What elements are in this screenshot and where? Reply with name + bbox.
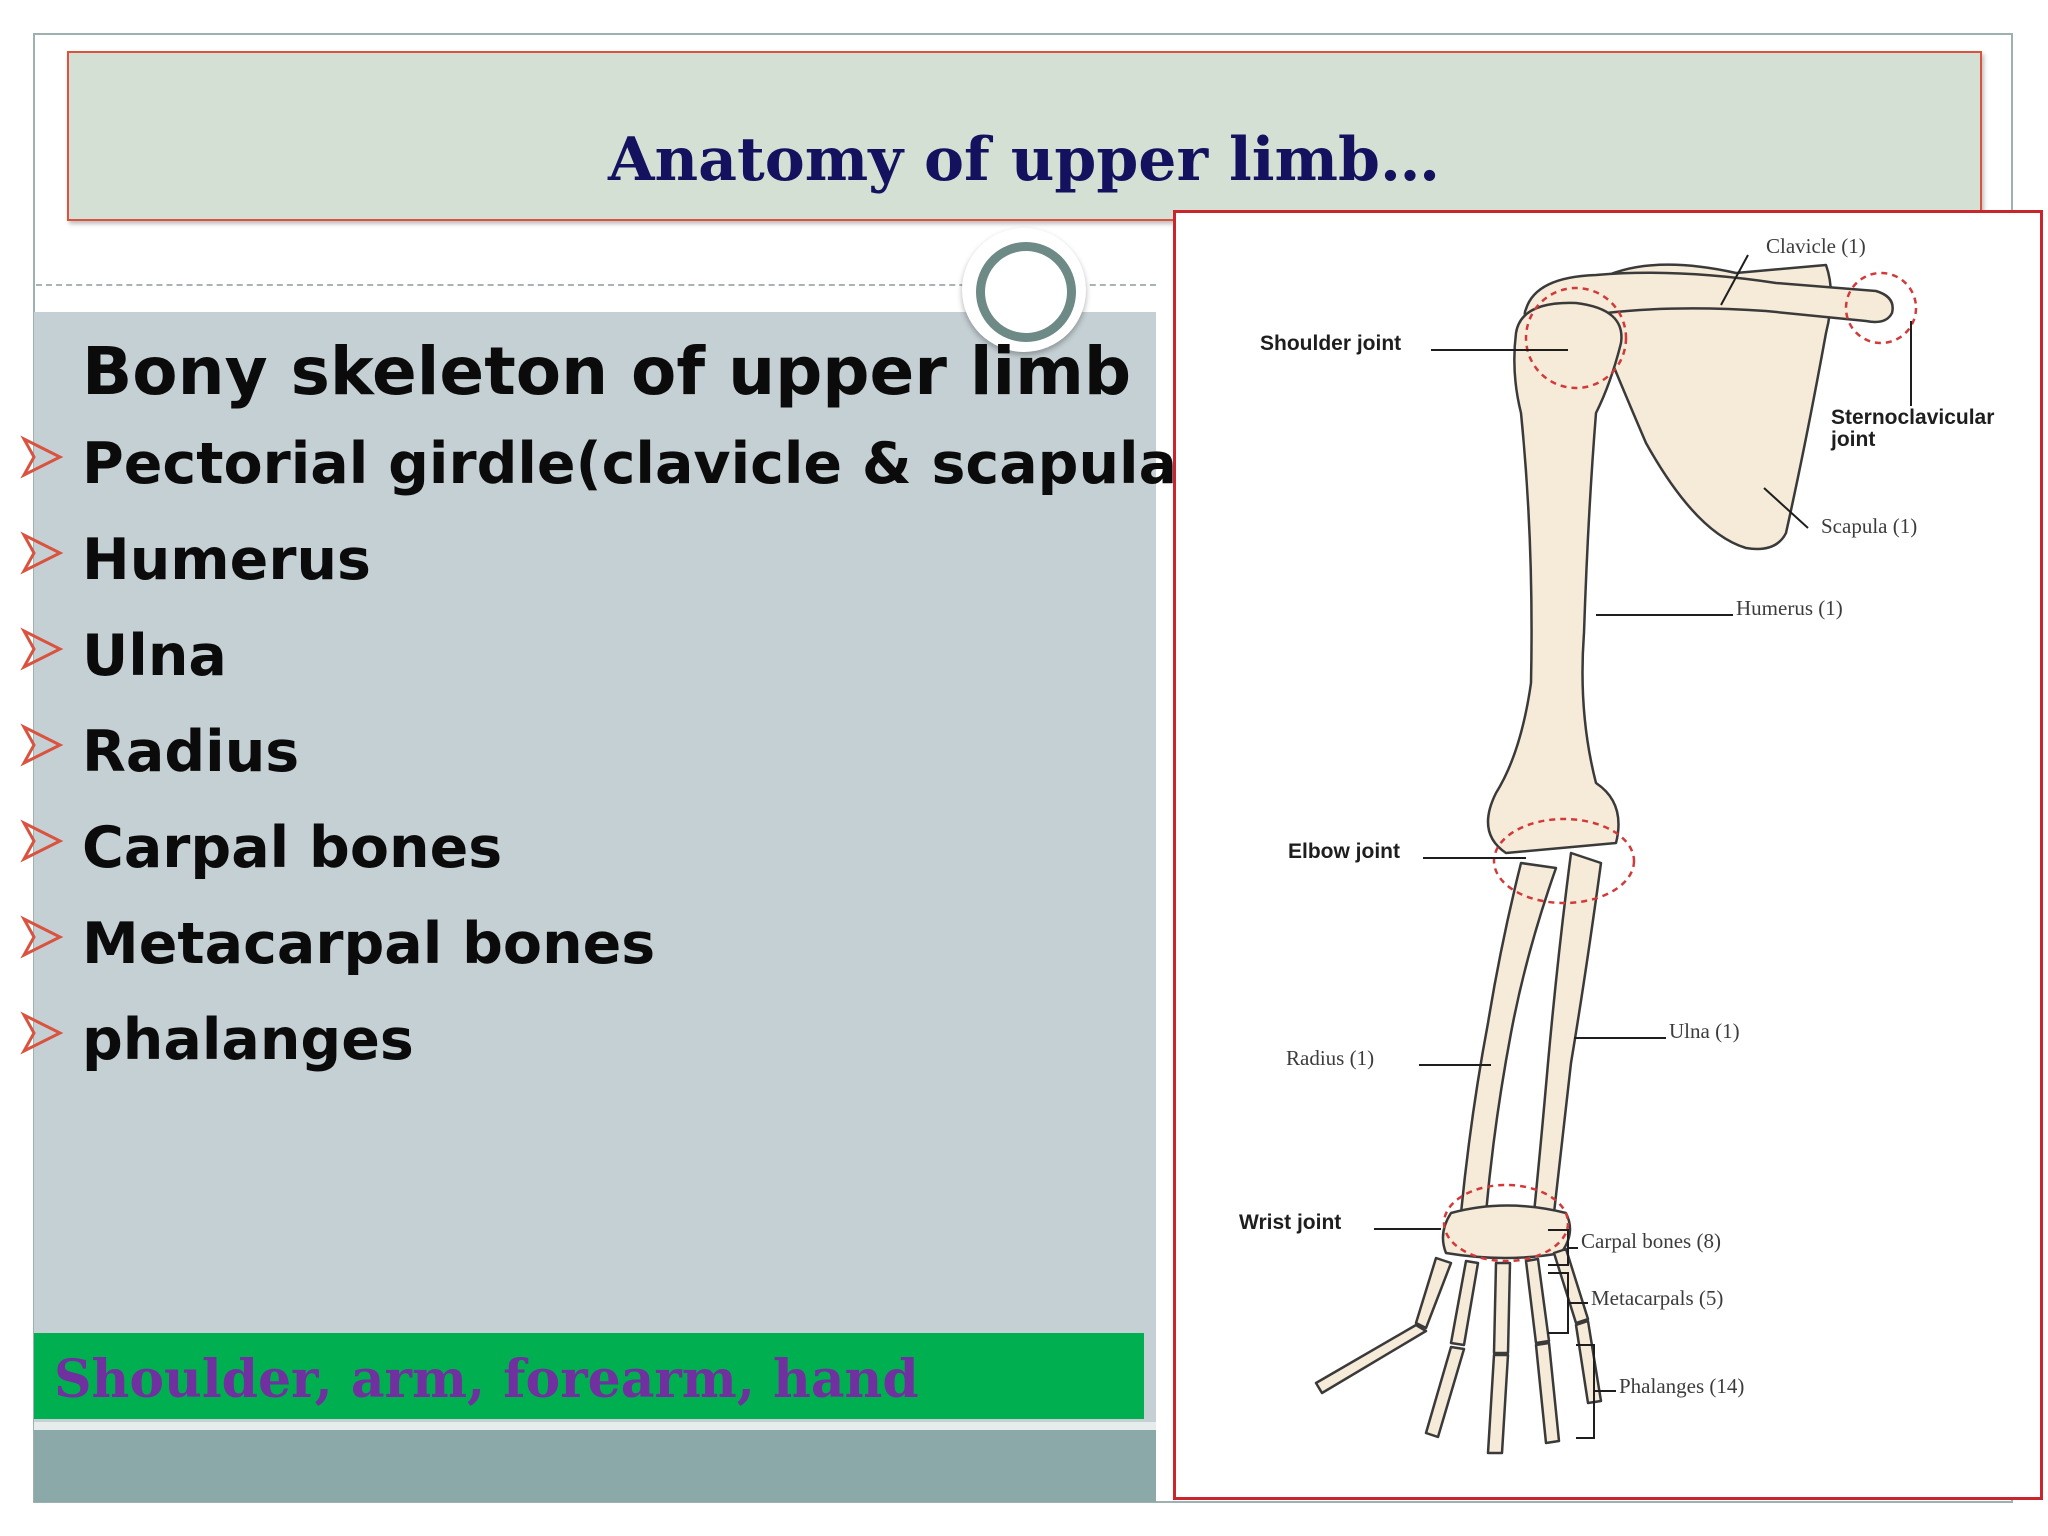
bullet-text: Bony skeleton of upper limb: [82, 333, 1132, 410]
humerus-bone: [1486, 301, 1623, 855]
sternoclavicular-joint-ring: [1844, 271, 1918, 345]
metacarpal-bones: [1414, 1247, 1590, 1355]
label-wrist-joint: Wrist joint: [1239, 1211, 1341, 1234]
bullet-text: Metacarpal bones: [82, 911, 656, 977]
skeleton-diagram-panel: Clavicle (1) Shoulder joint Sternoclavic…: [1173, 210, 2043, 1500]
bullet-text: Radius: [82, 719, 300, 785]
label-sternoclavicular-joint: joint: [1830, 428, 1875, 451]
arrowhead-icon: [20, 531, 64, 575]
arrowhead-icon: [20, 435, 64, 479]
label-clavicle: Clavicle (1): [1766, 234, 1866, 258]
bullet-text: Humerus: [82, 527, 371, 593]
bottom-strip: [34, 1430, 1156, 1502]
arrowhead-icon: [20, 627, 64, 671]
bullet-text: phalanges: [82, 1007, 414, 1073]
bullet-text: Ulna: [82, 623, 227, 689]
wrist-joint-ring: [1442, 1183, 1570, 1263]
scapula-bone: [1594, 263, 1833, 551]
elbow-joint-ring: [1492, 817, 1636, 905]
bottom-strip-highlight: [34, 1422, 1156, 1430]
label-metacarpals: Metacarpals (5): [1591, 1286, 1723, 1310]
bullet-text: Pectorial girdle(clavicle & scapula): [82, 431, 1204, 497]
label-elbow-joint: Elbow joint: [1288, 840, 1400, 863]
slide-title: Anatomy of upper limb…: [608, 125, 1440, 195]
label-humerus: Humerus (1): [1736, 596, 1843, 620]
arrowhead-icon: [20, 819, 64, 863]
arrowhead-icon: [20, 723, 64, 767]
caption-text: Shoulder, arm, forearm, hand: [54, 1349, 919, 1410]
title-box: [67, 51, 1982, 221]
arrowhead-icon: [20, 915, 64, 959]
caption-box: Shoulder, arm, forearm, hand: [34, 1333, 1144, 1419]
label-radius: Radius (1): [1286, 1046, 1374, 1070]
label-scapula: Scapula (1): [1821, 514, 1917, 538]
label-carpal-bones: Carpal bones (8): [1581, 1229, 1721, 1253]
ring-icon: [962, 228, 1086, 352]
label-ulna: Ulna (1): [1669, 1019, 1740, 1043]
phalanges-bones: [1314, 1319, 1603, 1455]
label-phalanges: Phalanges (14): [1619, 1374, 1744, 1398]
bullet-text: Carpal bones: [82, 815, 503, 881]
content-panel: [34, 312, 1156, 1430]
arrowhead-icon: [20, 1011, 64, 1055]
label-sternoclavicular: Sternoclavicular: [1831, 406, 1994, 429]
label-shoulder-joint: Shoulder joint: [1260, 332, 1401, 355]
upper-limb-skeleton-diagram: Clavicle (1) Shoulder joint Sternoclavic…: [1239, 234, 1994, 1455]
dashed-divider: [36, 284, 1156, 286]
shoulder-joint-ring: [1524, 286, 1628, 390]
